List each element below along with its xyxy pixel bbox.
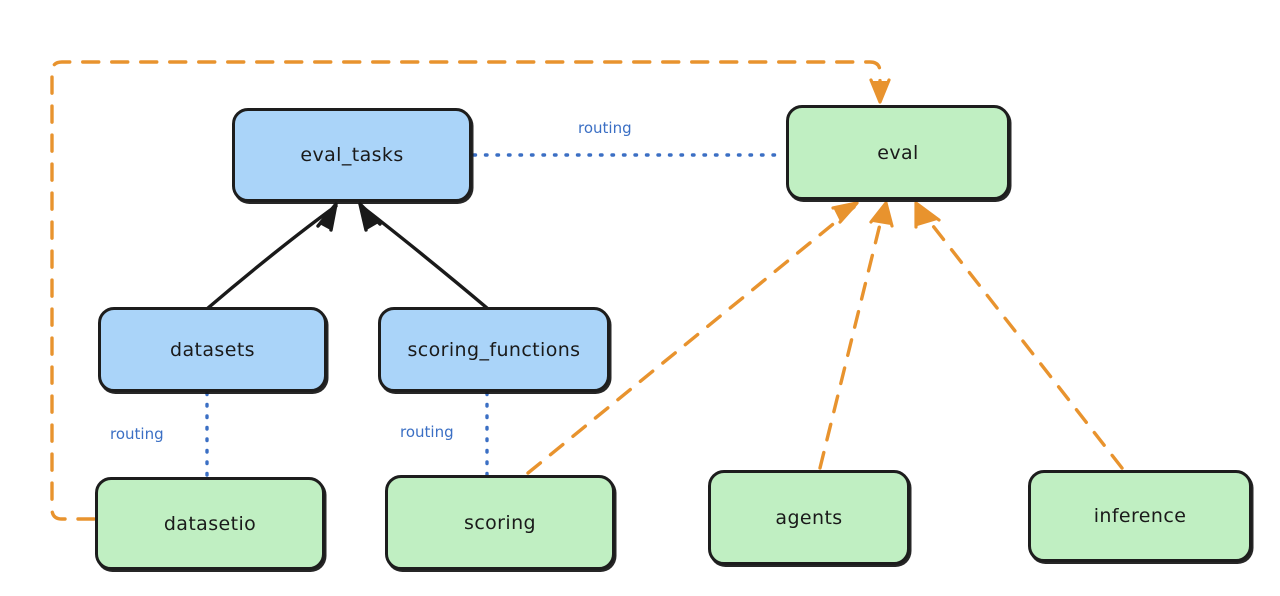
node-eval[interactable]: eval — [786, 105, 1010, 200]
edge-label-routing-scoring: routing — [400, 423, 454, 441]
node-label-datasetio: datasetio — [163, 512, 257, 535]
node-scoring[interactable]: scoring — [385, 475, 615, 570]
edge-datasetio-to-eval — [50, 60, 891, 521]
node-label-eval_tasks: eval_tasks — [300, 144, 404, 166]
edge-scoring-to-eval — [526, 201, 859, 475]
node-label-agents: agents — [775, 506, 843, 529]
node-datasets[interactable]: datasets — [98, 307, 327, 392]
edge-agents-to-eval — [818, 201, 894, 470]
edge-datasets-to-eval_tasks — [206, 202, 338, 310]
edge-label-routing-datasetio: routing — [110, 425, 164, 443]
node-label-scoring_functions: scoring_functions — [407, 338, 581, 361]
node-label-scoring: scoring — [464, 511, 536, 534]
node-datasetio[interactable]: datasetio — [95, 477, 325, 570]
node-scoring_functions[interactable]: scoring_functions — [378, 307, 610, 392]
edge-inference-to-eval — [914, 201, 1124, 470]
node-label-eval: eval — [877, 141, 919, 164]
node-label-inference: inference — [1093, 505, 1187, 527]
node-label-datasets: datasets — [170, 338, 255, 361]
node-eval_tasks[interactable]: eval_tasks — [232, 108, 472, 202]
node-inference[interactable]: inference — [1028, 470, 1252, 562]
edge-scoring_functions-to-eval_tasks — [358, 202, 489, 310]
edge-label-routing-eval: routing — [578, 119, 632, 137]
node-agents[interactable]: agents — [708, 470, 910, 565]
